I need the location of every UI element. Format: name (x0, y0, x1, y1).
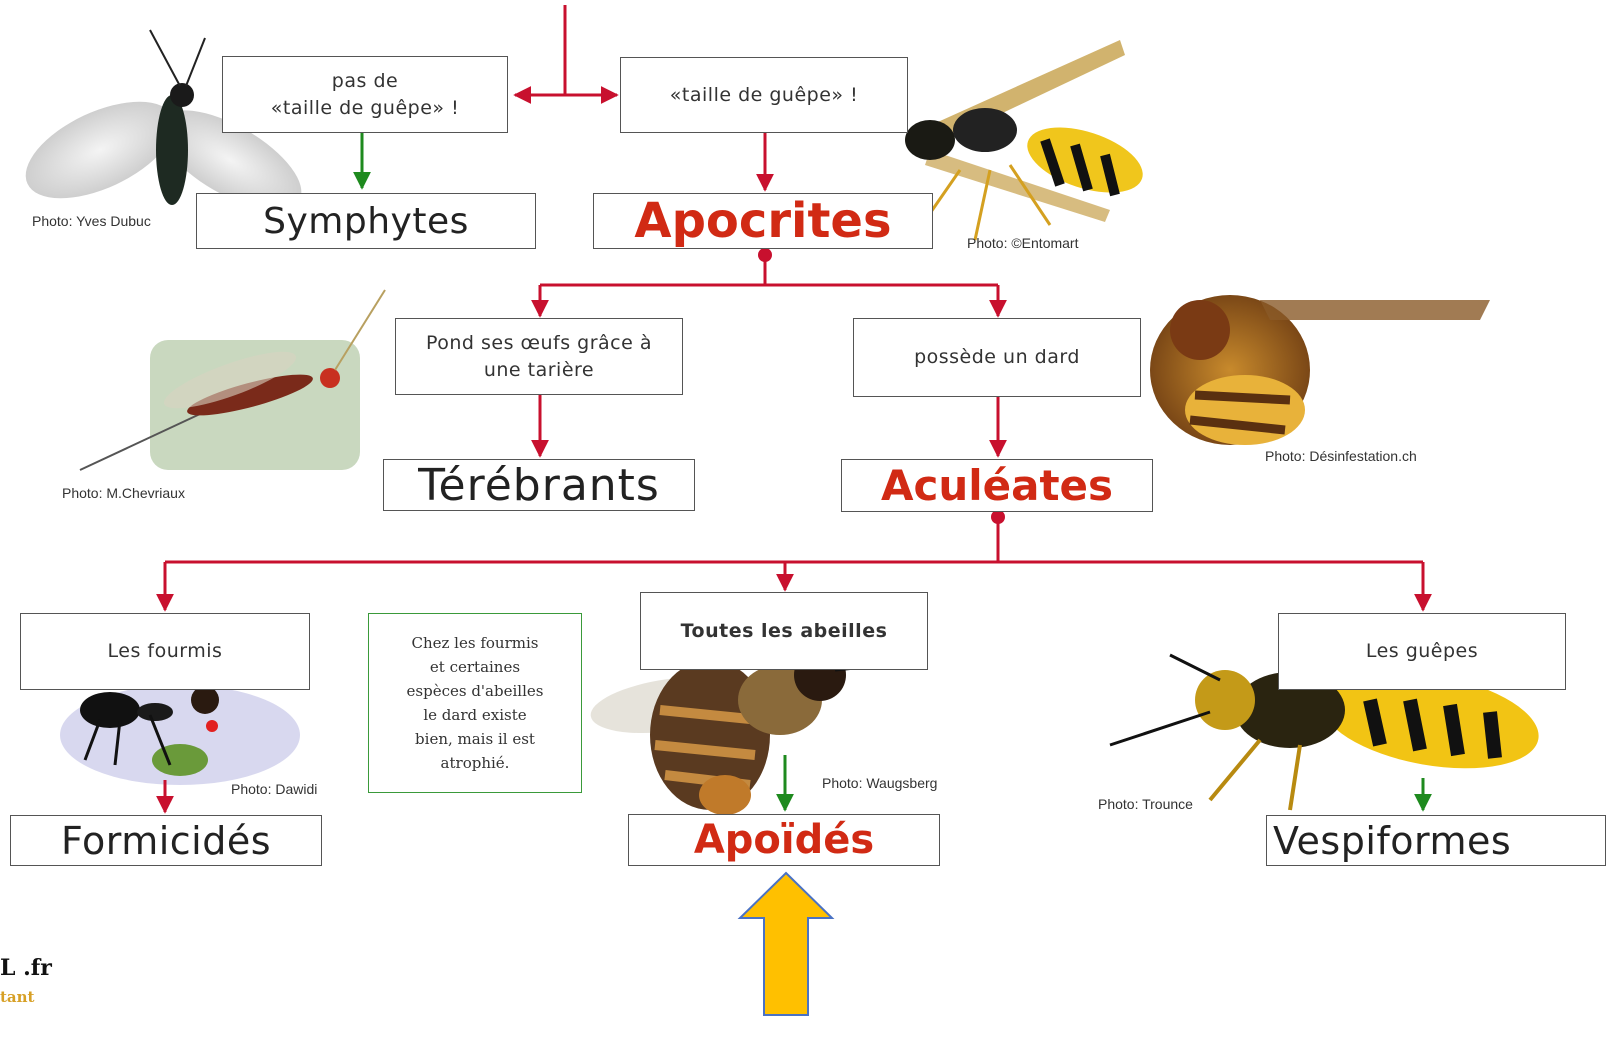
taxon-terebrants: Térébrants (383, 459, 695, 511)
taxon-symphytes: Symphytes (196, 193, 536, 249)
site-logo-subtext: tant (0, 988, 34, 1006)
branch-node-aculeates (991, 510, 1005, 524)
credit-hornet: Photo: Désinfestation.ch (1265, 448, 1417, 464)
credit-ant: Photo: Dawidi (231, 781, 317, 797)
credit-ichneumon: Photo: M.Chevriaux (62, 485, 185, 501)
hornet-photo (1150, 295, 1490, 445)
ant-photo (60, 685, 300, 785)
highlight-arrow (740, 873, 832, 1015)
criterion-wasp-waist: «taille de guêpe» ! (620, 57, 908, 133)
credit-wasp: Photo: ©Entomart (967, 235, 1078, 251)
credit-bee: Photo: Waugsberg (822, 775, 937, 791)
criterion-no-wasp-waist: pas de «taille de guêpe» ! (222, 56, 508, 133)
taxon-formicides: Formicidés (10, 815, 322, 866)
credit-sawfly: Photo: Yves Dubuc (32, 213, 151, 229)
ichneumon-photo (80, 290, 385, 470)
credit-yellowjacket: Photo: Trounce (1098, 796, 1193, 812)
criterion-ants: Les fourmis (20, 613, 310, 690)
waisted-wasp-photo (905, 40, 1151, 240)
taxon-apocrites: Apocrites (593, 193, 933, 249)
criterion-wasps: Les guêpes (1278, 613, 1566, 690)
taxon-apoides: Apoïdés (628, 814, 940, 866)
site-logo-text: L .fr (0, 955, 52, 981)
taxon-vespiformes: Vespiformes (1266, 815, 1606, 866)
criterion-sting: possède un dard (853, 318, 1141, 397)
taxon-aculeates: Aculéates (841, 459, 1153, 512)
criterion-ovipositor: Pond ses œufs grâce à une tarière (395, 318, 683, 395)
criterion-bees: Toutes les abeilles (640, 592, 928, 670)
stinger-note: Chez les fourmis et certaines espèces d'… (368, 613, 582, 793)
branch-node-apocrites (758, 248, 772, 262)
